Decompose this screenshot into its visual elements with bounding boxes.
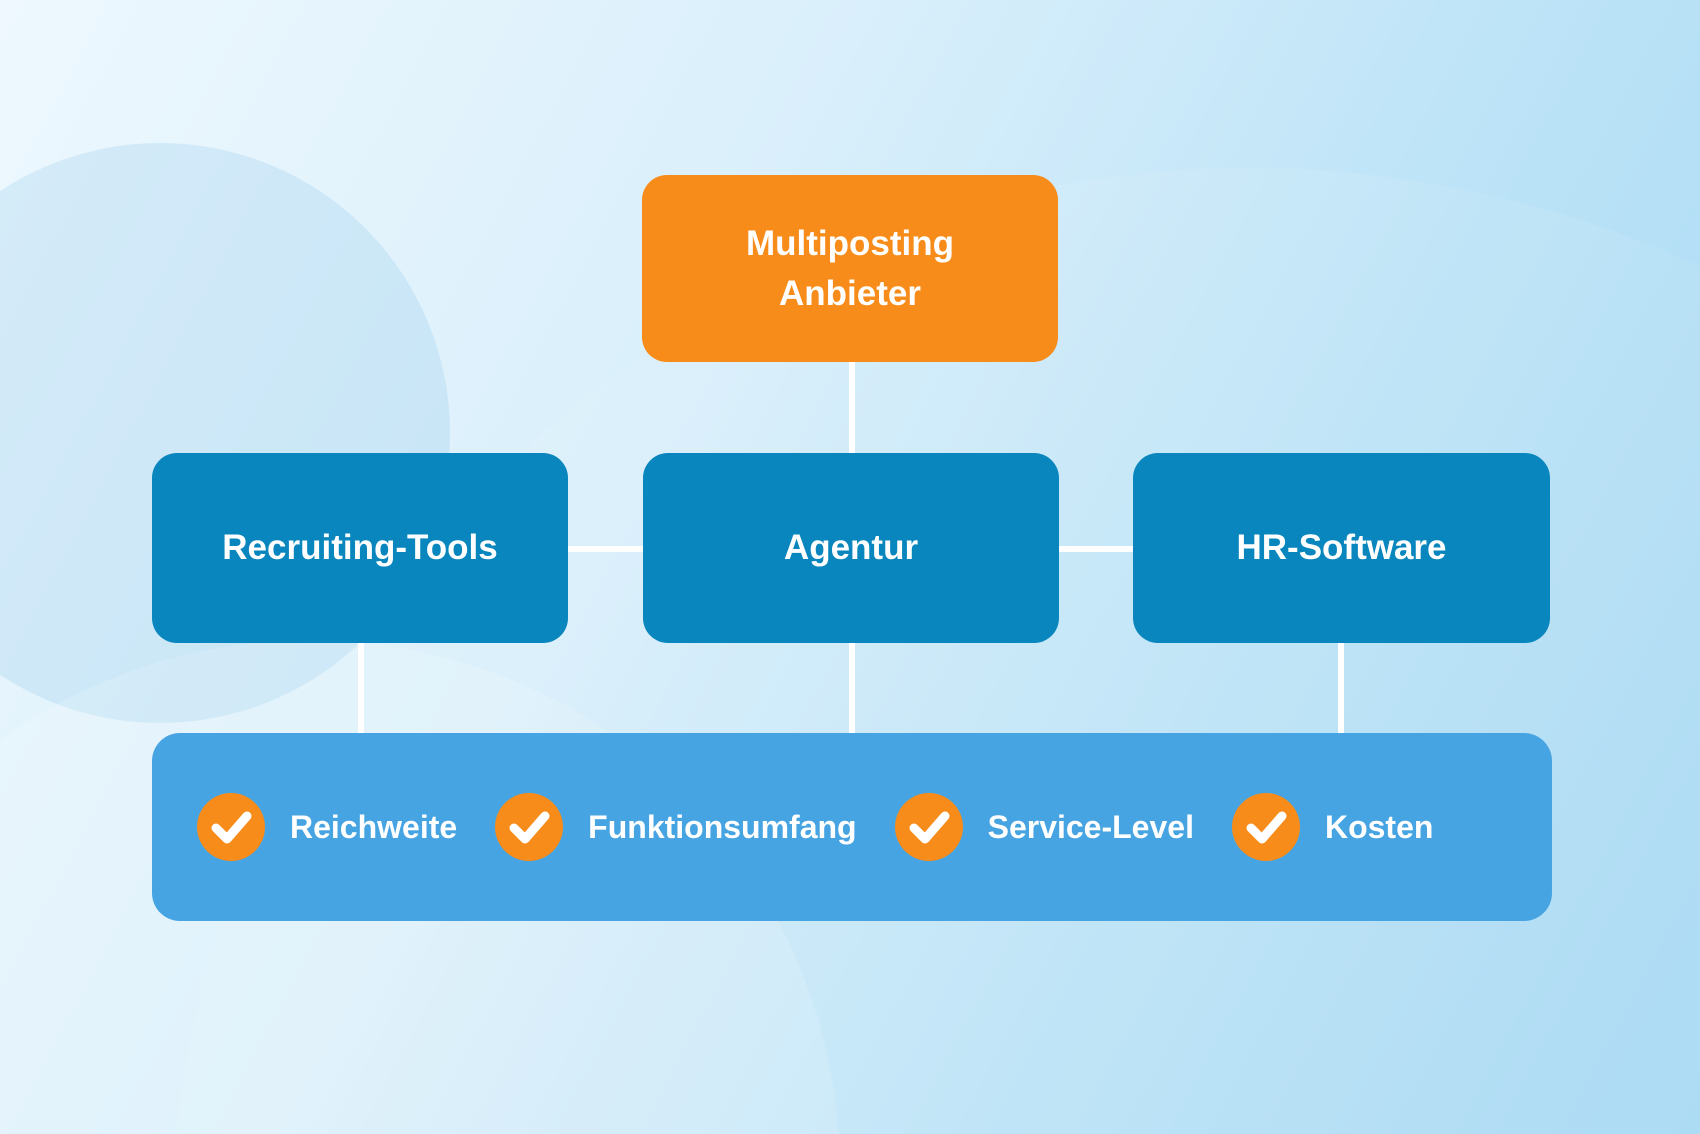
criteria-item-kosten: Kosten: [1231, 793, 1434, 861]
node-label: Recruiting-Tools: [222, 528, 498, 568]
connector-recruiting-to-bar: [358, 641, 364, 735]
connector-agentur-to-bar: [849, 641, 855, 735]
connector-hrsoftware-to-bar: [1338, 641, 1344, 735]
check-icon: [894, 793, 963, 861]
criteria-item-reichweite: Reichweite: [197, 793, 457, 861]
node-label: HR-Software: [1236, 528, 1447, 568]
connector-agentur-to-hrsoftware: [1057, 546, 1135, 552]
node-multiposting-anbieter: Multiposting Anbieter: [642, 175, 1058, 362]
check-icon: [495, 793, 564, 861]
check-icon: [197, 793, 265, 861]
node-label: Multiposting Anbieter: [745, 223, 954, 313]
criteria-label: Service-Level: [987, 808, 1194, 845]
check-icon: [1231, 793, 1300, 861]
criteria-item-funktionsumfang: Funktionsumfang: [495, 793, 857, 861]
criteria-label: Funktionsumfang: [588, 808, 857, 845]
connector-root-to-agentur: [849, 360, 855, 458]
criteria-label: Kosten: [1324, 808, 1434, 845]
node-recruiting-tools: Recruiting-Tools: [152, 453, 568, 643]
criteria-item-service-level: Service-Level: [894, 793, 1194, 861]
connector-recruiting-to-agentur: [566, 546, 645, 552]
criteria-bar: Reichweite Funktionsumfang Service-Level: [152, 733, 1552, 921]
node-agentur: Agentur: [643, 453, 1059, 643]
node-hr-software: HR-Software: [1133, 453, 1550, 643]
node-label: Agentur: [783, 528, 919, 568]
criteria-label: Reichweite: [290, 808, 458, 845]
